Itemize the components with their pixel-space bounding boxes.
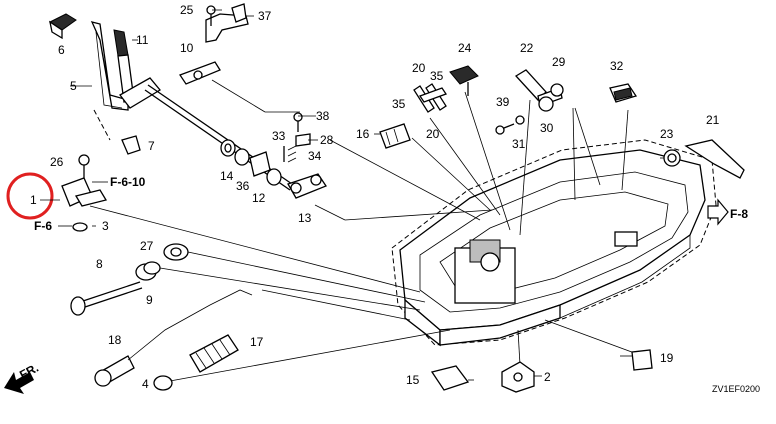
- part-4-cap: [153, 375, 173, 391]
- part-30-collar: [538, 96, 554, 112]
- part-23-plug: [663, 149, 681, 167]
- part-15-pad: [430, 365, 470, 391]
- part-9-grommet: [135, 261, 161, 281]
- callout-15: 15: [406, 373, 420, 387]
- callout-34: 34: [308, 149, 322, 163]
- callout-11: 11: [136, 33, 149, 47]
- part-38-bolt: [293, 112, 303, 132]
- part-18-stop-switch: [94, 289, 253, 387]
- diagram-code: ZV1EF0200: [712, 384, 760, 394]
- part-14b-bushing: [266, 168, 282, 186]
- callout-25: 25: [180, 3, 194, 17]
- part-28-clip: [295, 133, 311, 147]
- part-6-grip-cap: [49, 13, 77, 40]
- callout-27: 27: [140, 239, 154, 253]
- callout-19: 19: [660, 351, 674, 365]
- part-27-nut: [163, 243, 189, 261]
- part-16-grommet: [379, 123, 411, 149]
- callout-3: 3: [102, 219, 109, 233]
- part-2-bracket: [501, 361, 535, 393]
- part-21-plate: [684, 139, 745, 179]
- callout-7: 7: [148, 139, 155, 153]
- part-14-bushing: [220, 139, 236, 157]
- reference-labels: F-6-10 F-6 F-8 FR. ZV1EF0200: [4, 175, 760, 394]
- part-17-spring: [189, 334, 239, 373]
- highlight-circle: [6, 172, 54, 220]
- assembly-lines: [89, 79, 641, 382]
- callout-26: 26: [50, 155, 64, 169]
- callout-24: 24: [458, 41, 472, 55]
- callout-23: 23: [660, 127, 674, 141]
- part-20-roller: [413, 83, 447, 113]
- callout-leaders: [40, 9, 664, 381]
- callout-14: 14: [220, 169, 234, 183]
- callout-29: 29: [552, 55, 566, 69]
- callout-35: 35: [430, 69, 444, 83]
- callout-30: 30: [540, 121, 554, 135]
- callout-31: 31: [512, 137, 526, 151]
- part-8-pin: [70, 281, 143, 316]
- callout-17: 17: [250, 335, 264, 349]
- arrow-front-icon: [4, 372, 34, 394]
- arrow-f8-icon: [707, 198, 729, 226]
- part-29-washer: [550, 83, 564, 97]
- callout-16: 16: [356, 127, 370, 141]
- part-12-collar: [249, 151, 271, 177]
- callout-9: 9: [146, 293, 153, 307]
- callout-36: 36: [236, 179, 250, 193]
- callout-20b: 20: [426, 127, 440, 141]
- callout-22: 22: [520, 41, 534, 55]
- part-37-arm: [231, 3, 247, 23]
- callout-2: 2: [544, 370, 551, 384]
- callout-10: 10: [180, 41, 194, 55]
- part-36-washer: [234, 148, 250, 166]
- callout-6: 6: [58, 43, 65, 57]
- part-31-washer: [515, 115, 525, 125]
- callout-20: 20: [412, 61, 426, 75]
- callout-38: 38: [316, 109, 330, 123]
- ref-f8: F-8: [730, 207, 748, 221]
- part-32-clamp: [609, 83, 638, 103]
- callout-1: 1: [30, 193, 37, 207]
- part-33-pin: [283, 145, 297, 163]
- callout-33: 33: [272, 129, 286, 143]
- callout-32: 32: [610, 59, 624, 73]
- callout-28: 28: [320, 133, 334, 147]
- lower-case-housing: [391, 139, 717, 347]
- part-13-link: [287, 173, 327, 199]
- callout-4: 4: [142, 377, 149, 391]
- part-24-holder: [449, 65, 479, 96]
- callout-13: 13: [298, 211, 312, 225]
- callout-35b: 35: [392, 97, 406, 111]
- callout-8: 8: [96, 257, 103, 271]
- ref-f610: F-6-10: [110, 175, 146, 189]
- ref-f6: F-6: [34, 219, 52, 233]
- callout-labels: 1 2 3 4 5 6 7 8 9 10 11 12 13 14 15 16 1…: [30, 3, 720, 391]
- callout-5: 5: [70, 79, 77, 93]
- callout-21: 21: [706, 113, 720, 127]
- callout-12: 12: [252, 191, 266, 205]
- callout-39: 39: [496, 95, 510, 109]
- part-19-clip: [631, 349, 653, 371]
- callout-18: 18: [108, 333, 122, 347]
- part-5-throttle-lever: [90, 21, 135, 141]
- part-7-clip: [121, 135, 141, 155]
- part-1-bracket: [61, 154, 108, 232]
- part-39-screw: [495, 123, 515, 135]
- callout-37: 37: [258, 9, 272, 23]
